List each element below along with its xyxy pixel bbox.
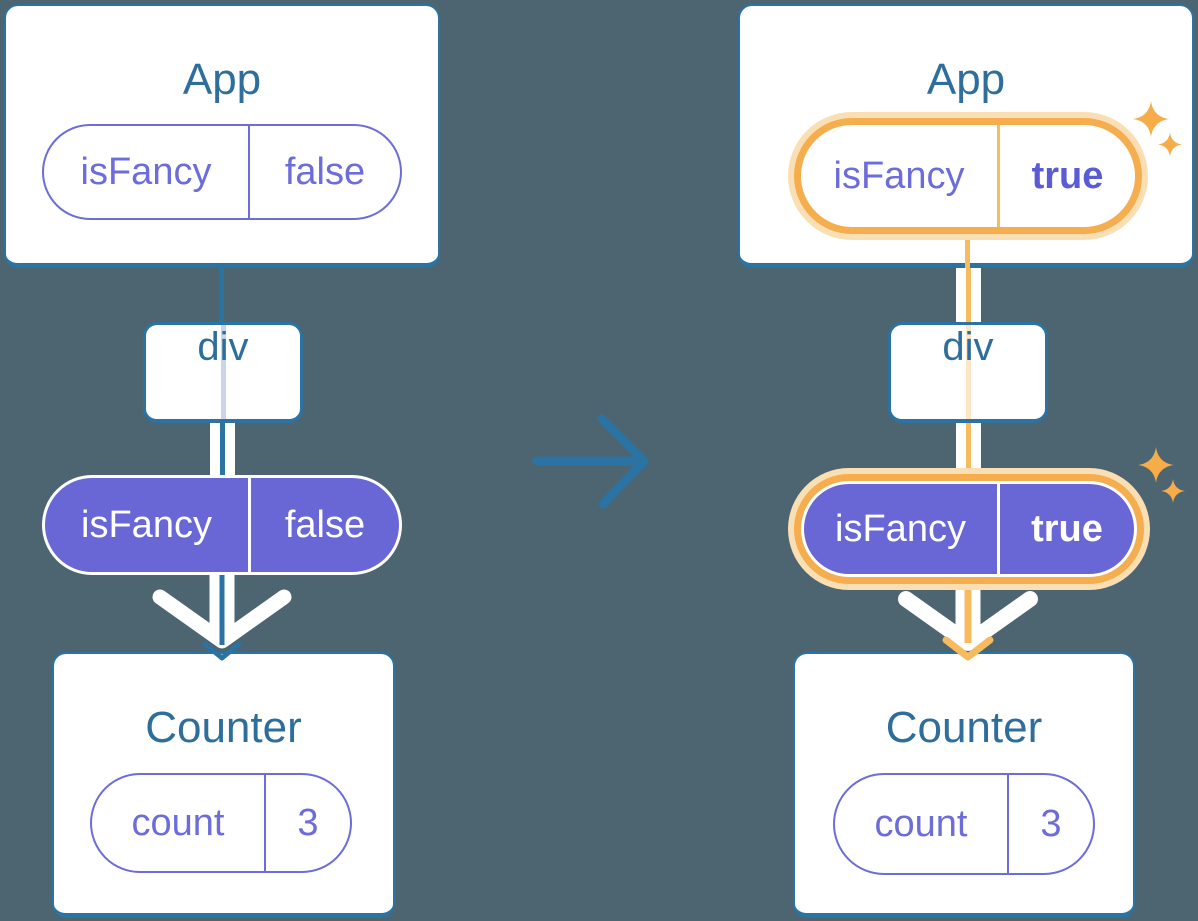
- edge-div-to-pill-before: [210, 421, 235, 477]
- div-node-after: div: [888, 322, 1048, 423]
- prop-value-after: true: [1031, 154, 1104, 197]
- passed-prop-pill-after: isFancy true: [801, 481, 1137, 577]
- down-arrow-icon: [152, 575, 292, 661]
- passed-prop-pill-before: isFancy false: [42, 475, 402, 575]
- prop-value-before: false: [284, 150, 366, 193]
- state-pill-before: count 3: [90, 773, 352, 873]
- edge-app-to-div-after: [956, 266, 981, 324]
- sparkle-icon-small: [1158, 132, 1182, 157]
- pass-through-line-before: [220, 325, 226, 419]
- pill-divider: [997, 125, 1000, 227]
- state-name-after: count: [874, 802, 968, 845]
- prop-pill-after: isFancy true: [801, 125, 1135, 227]
- edge-div-to-pill-after: [956, 421, 981, 471]
- state-value-before: 3: [297, 801, 319, 844]
- div-label-after: div: [942, 325, 994, 369]
- passed-value-after: true: [1031, 507, 1103, 550]
- pill-divider: [997, 484, 1000, 574]
- state-pill-after: count 3: [833, 773, 1095, 875]
- pill-divider: [264, 775, 266, 871]
- div-node-before: div: [143, 322, 303, 423]
- state-name-before: count: [131, 801, 225, 844]
- prop-name-before: isFancy: [80, 150, 212, 193]
- passed-name-before: isFancy: [81, 503, 212, 546]
- sparkle-icon-large: [1138, 447, 1174, 483]
- app-title-after: App: [926, 55, 1006, 104]
- pill-divider: [248, 478, 251, 572]
- counter-title-before: Counter: [145, 703, 302, 752]
- div-label-before: div: [197, 325, 249, 369]
- state-value-after: 3: [1040, 802, 1062, 845]
- app-title-before: App: [182, 55, 262, 104]
- pill-divider: [248, 126, 250, 218]
- passed-name-after: isFancy: [835, 507, 966, 550]
- prop-pill-before: isFancy false: [42, 124, 402, 220]
- edge-app-to-div-before: [219, 266, 224, 324]
- passed-value-before: false: [284, 503, 366, 546]
- sparkle-icon-large: [1133, 101, 1169, 137]
- pass-through-line-after: [965, 325, 971, 419]
- right-arrow-icon: [532, 414, 649, 509]
- prop-name-after: isFancy: [833, 154, 965, 197]
- sparkle-icon-small: [1161, 479, 1185, 503]
- pill-divider: [1007, 775, 1009, 873]
- counter-title-after: Counter: [885, 703, 1043, 752]
- edge-pill-to-card-bottom-after: [965, 220, 970, 268]
- down-arrow-icon: [898, 577, 1038, 661]
